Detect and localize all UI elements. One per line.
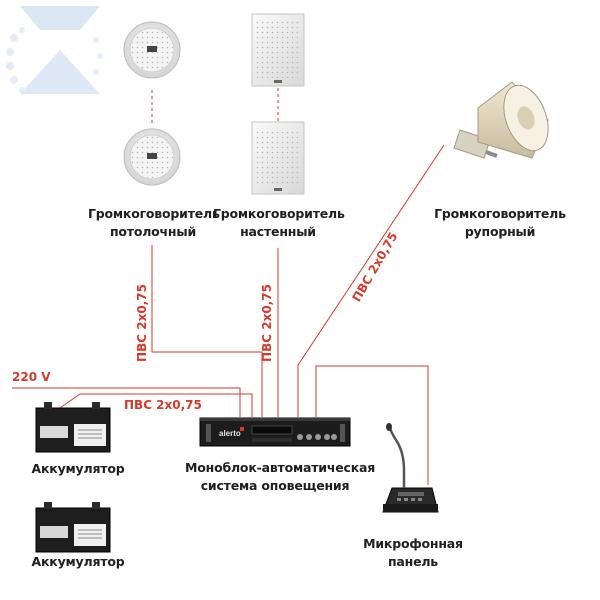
wall-speaker-label-line2: настенный: [240, 224, 316, 239]
horn-speaker-label-line2: рупорный: [464, 224, 536, 239]
amplifier-label: Моноблок-автоматическая система оповещен…: [185, 459, 376, 495]
logo-icon: [6, 6, 103, 94]
battery-1-label-text: Аккумулятор: [31, 461, 125, 476]
horn-speaker: [453, 81, 549, 159]
microphone-panel-icon: [382, 423, 439, 513]
amplifier-brand: alerto: [219, 429, 241, 438]
wall-speaker-top: [251, 13, 305, 87]
microphone-panel-label: Микрофонная панель: [358, 535, 468, 571]
ceiling-speaker-label: Громкоговоритель потолочный: [88, 205, 220, 241]
battery-2-label-text: Аккумулятор: [31, 554, 125, 569]
microphone-panel-label-line1: Микрофонная: [363, 536, 463, 551]
battery-2-label: Аккумулятор: [28, 553, 128, 571]
horn-speaker-label: Громкоговоритель рупорный: [430, 205, 570, 241]
cable-label-battery: ПВС 2х0,75: [124, 398, 202, 412]
ceiling-speaker-label-line1: Громкоговоритель: [88, 206, 220, 221]
amplifier-label-line1: Моноблок-автоматическая: [185, 460, 376, 475]
amplifier: alerto: [199, 417, 351, 447]
microphone-panel-label-line2: панель: [387, 554, 439, 569]
wiring-lines: [12, 88, 445, 485]
ceiling-speaker-top: [123, 21, 181, 79]
cable-label-wall: ПВС 2х0,75: [260, 284, 274, 362]
battery-icon-1: [35, 402, 111, 453]
mains-label: 220 V: [12, 370, 51, 384]
wall-speaker-label: Громкоговоритель настенный: [213, 205, 345, 241]
ceiling-speaker-label-line2: потолочный: [109, 224, 197, 239]
amplifier-label-line2: система оповещения: [200, 478, 350, 493]
ceiling-speaker-bottom: [123, 128, 181, 186]
battery-1-label: Аккумулятор: [28, 460, 128, 478]
battery-icon-2: [35, 502, 111, 553]
wall-speaker-label-line1: Громкоговоритель: [213, 206, 345, 221]
wall-speaker-bottom: [251, 121, 305, 195]
horn-speaker-label-line1: Громкоговоритель: [434, 206, 566, 221]
cable-label-ceiling: ПВС 2х0,75: [135, 284, 149, 362]
